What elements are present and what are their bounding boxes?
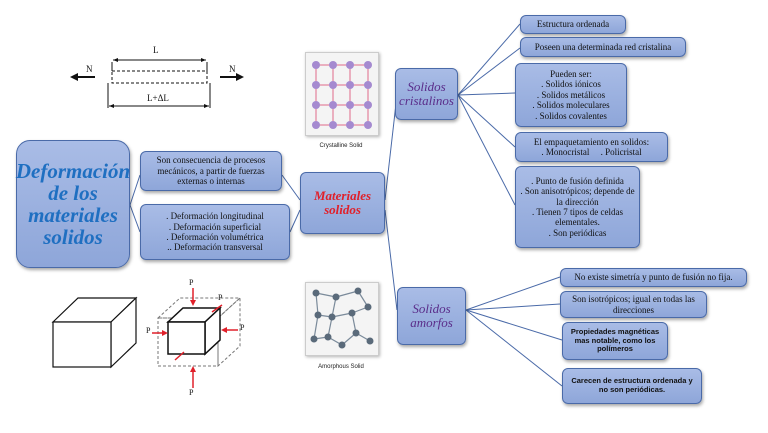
deformation-type-item: . Deformación longitudinal	[166, 211, 264, 222]
main-title-box: Deformación de los materiales solidos	[16, 140, 130, 268]
center-title-line-1: Materiales	[313, 187, 372, 203]
crystalline-prop-item: . Punto de fusión definida	[531, 175, 624, 186]
crystalline-solid-image	[305, 52, 379, 136]
crystalline-type-item: . Solidos moleculares	[532, 100, 610, 111]
amorphous-non-periodic-box: Carecen de estructura ordenada y no son …	[562, 368, 702, 404]
crystalline-props-box: . Punto de fusión definida . Son anisotr…	[515, 166, 640, 248]
amorphous-magnetic-text: Propiedades magnéticas mas notable, como…	[570, 327, 660, 354]
amorphous-isotropic-text: Son isotrópicos; igual en todas las dire…	[572, 294, 695, 315]
center-title-line-2: solidos	[324, 202, 361, 217]
force-right-label: N	[229, 64, 236, 74]
crystalline-solid-caption: Crystalline Solid	[319, 143, 363, 149]
crystalline-title-line-1: Solidos	[407, 78, 446, 94]
cube-force-right-label: P	[240, 323, 245, 332]
main-title-line-2: de los	[48, 180, 98, 205]
crystalline-ordered-box: Estructura ordenada	[520, 15, 626, 34]
amorphous-title-box: Solidos amorfos	[397, 287, 466, 345]
crystalline-lattice-text: Poseen una determinada red cristalina	[534, 41, 672, 52]
center-box: Materiales solidos	[300, 172, 385, 234]
deformation-type-item: . Deformación superficial	[168, 221, 262, 232]
amorphous-solid-image	[305, 282, 379, 356]
crystalline-prop-item: . Tienen 7 tipos de celdas elementales.	[532, 207, 623, 228]
amorphous-magnetic-box: Propiedades magnéticas mas notable, como…	[562, 322, 668, 360]
length-label: L	[153, 45, 159, 55]
crystalline-types-head: Pueden ser:	[550, 69, 592, 80]
cube-force-top-label: P	[189, 278, 194, 287]
cube-force-left-label: P	[146, 326, 151, 335]
crystalline-packing-text: . Monocristal . Policristal	[541, 147, 642, 157]
crystalline-type-item: . Solidos covalentes	[535, 110, 607, 121]
crystalline-title-box: Solidos cristalinos	[395, 68, 458, 120]
amorphous-no-symmetry-box: No existe simetría y punto de fusión no …	[560, 268, 747, 287]
crystalline-types-box: Pueden ser: . Solidos iónicos . Solidos …	[515, 63, 627, 127]
crystalline-packing-box: El empaquetamiento en solidos: . Monocri…	[515, 132, 668, 162]
main-title-line-4: solidos	[43, 225, 103, 250]
deformation-type-item: .. Deformación transversal	[167, 242, 263, 253]
deformation-types-box: . Deformación longitudinal . Deformación…	[140, 204, 290, 260]
crystalline-prop-item: . Son anisotrópicos; depende de la direc…	[520, 186, 635, 207]
crystalline-packing-head: El empaquetamiento en solidos:	[533, 136, 650, 147]
force-left-label: N	[86, 64, 93, 74]
cube-force-bottom-label: P	[189, 388, 194, 397]
main-title-line-1: Deformación	[15, 158, 131, 183]
amorphous-no-symmetry-text: No existe simetría y punto de fusión no …	[574, 272, 733, 283]
main-title-line-3: materiales	[28, 203, 118, 227]
cube-force-corner-label: P	[218, 293, 223, 302]
deformation-cause-text: Son consecuencia de procesos mecánicos, …	[156, 155, 266, 187]
crystalline-title-line-2: cristalinos	[399, 93, 454, 108]
amorphous-title-line-1: Solidos	[412, 300, 451, 316]
amorphous-title-line-2: amorfos	[410, 315, 453, 330]
deformation-type-item: . Deformación volumétrica	[166, 232, 264, 242]
deformation-cause-box: Son consecuencia de procesos mecánicos, …	[140, 151, 282, 191]
crystalline-lattice-box: Poseen una determinada red cristalina	[520, 37, 686, 57]
crystalline-prop-item: . Son periódicas	[548, 227, 607, 238]
crystalline-type-item: . Solidos metálicos	[536, 89, 606, 100]
amorphous-isotropic-box: Son isotrópicos; igual en todas las dire…	[560, 291, 707, 318]
amorphous-solid-caption: Amorphous Solid	[318, 364, 364, 370]
amorphous-non-periodic-text: Carecen de estructura ordenada y no son …	[571, 376, 693, 394]
elongated-length-label: L+ΔL	[147, 93, 169, 103]
crystalline-ordered-text: Estructura ordenada	[536, 19, 610, 30]
crystalline-type-item: . Solidos iónicos	[541, 79, 601, 90]
